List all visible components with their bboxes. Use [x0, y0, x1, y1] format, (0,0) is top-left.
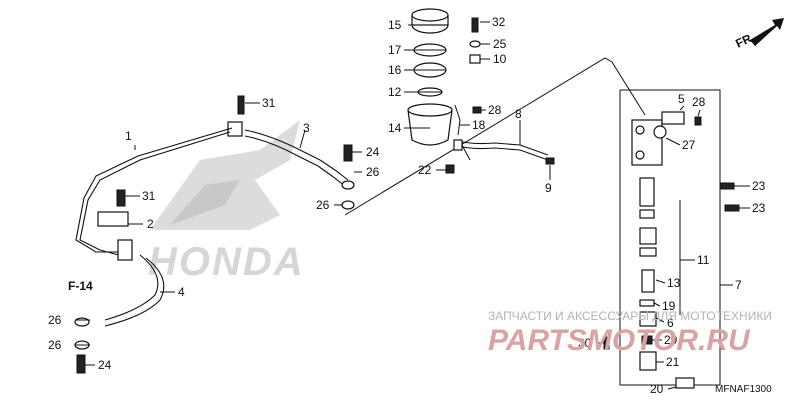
label-19: 19: [662, 299, 676, 313]
pin-20: [675, 377, 695, 389]
label-1: 1: [125, 129, 132, 143]
screw-28-right: [694, 116, 702, 126]
label-15: 15: [388, 18, 402, 32]
clip-9-top: [453, 139, 463, 151]
label-27: 27: [682, 138, 696, 152]
label-6: 6: [667, 316, 674, 330]
circlip-19: [639, 299, 655, 307]
washer-26-c: [341, 180, 355, 190]
bracket-18: [454, 104, 461, 136]
ref-label-f14: F-14: [68, 279, 93, 293]
label-30: 30: [578, 336, 592, 350]
label-14: 14: [388, 121, 402, 135]
label-26-top: 26: [366, 165, 380, 179]
pipe-1: [79, 131, 231, 259]
hose-3-inner: [244, 135, 346, 187]
washer-26-d: [341, 200, 355, 210]
bolt-32: [471, 17, 479, 33]
label-25: 25: [493, 37, 507, 51]
clevis-21: [639, 351, 657, 371]
label-24-bottom: 24: [98, 358, 112, 372]
reservoir-cap-15: [411, 8, 449, 34]
honda-logo-text: HONDA: [148, 240, 305, 284]
hose-3: [244, 129, 349, 181]
cup-secondary: [639, 247, 657, 257]
label-3: 3: [303, 121, 310, 135]
label-23-top: 23: [752, 179, 766, 193]
label-16: 16: [388, 63, 402, 77]
hose-4: [104, 254, 159, 321]
label-8: 8: [515, 107, 522, 121]
reservoir-14: [407, 103, 453, 146]
honda-wing-logo: [150, 120, 300, 230]
watermark-tagline: ЗАПЧАСТИ И АКСЕССУАРЫ ДЛЯ МОТОТЕХНИКИ: [488, 309, 772, 323]
label-23-bottom: 23: [752, 201, 766, 215]
piston: [639, 227, 657, 245]
oring-27: [653, 125, 667, 139]
screw-28-top: [472, 106, 482, 114]
part-number-labels: 1 2 3 4 5 6 7 8 9 10 11 12 13 14 15 16 1…: [48, 15, 766, 396]
label-18: 18: [472, 118, 486, 132]
spring: [639, 177, 655, 207]
collar-10: [469, 54, 481, 64]
label-2: 2: [147, 217, 154, 231]
label-31-mid: 31: [142, 189, 156, 203]
label-26-b: 26: [48, 338, 62, 352]
joint-bottom: [117, 239, 133, 261]
label-12: 12: [388, 85, 402, 99]
label-24-top: 24: [366, 145, 380, 159]
hose-4-inner: [104, 257, 165, 327]
bolt-23-top: [719, 182, 735, 190]
label-32: 32: [492, 15, 506, 29]
cup: [639, 209, 655, 219]
bolt-31-mid: [116, 189, 126, 207]
bolt-24-bottom: [76, 354, 86, 374]
leader-lines: [75, 21, 750, 390]
clamp-2: [97, 211, 129, 227]
label-9-right: 9: [545, 181, 552, 195]
label-5: 5: [678, 92, 685, 106]
bolt-31-top: [237, 95, 245, 115]
push-rod-13: [641, 269, 655, 293]
frame-group-7: [619, 89, 721, 386]
bolt-22: [445, 164, 455, 174]
label-26-mid: 26: [316, 198, 330, 212]
bolt-23-bottom: [724, 204, 740, 212]
label-10: 10: [493, 52, 507, 66]
diagram-code: MFNAF1300: [715, 384, 772, 395]
label-17: 17: [388, 43, 402, 57]
label-4: 4: [178, 285, 185, 299]
label-31-top: 31: [262, 96, 276, 110]
washer-26-a: [74, 317, 90, 327]
label-11: 11: [697, 253, 710, 267]
pipe-1-inner: [75, 127, 233, 253]
bolt-24-top: [343, 144, 353, 162]
label-20: 20: [650, 382, 664, 396]
front-direction-label: FR.: [733, 30, 756, 51]
clip-9: [545, 157, 555, 165]
label-22: 22: [418, 163, 432, 177]
frame-line-diagonal: [344, 57, 646, 216]
master-cylinder-5: [631, 111, 685, 166]
label-28-left: 28: [488, 103, 502, 117]
front-arrow-icon: [750, 18, 784, 46]
watermark-brand: PARTSMOTOR.RU: [488, 324, 751, 357]
label-21: 21: [666, 355, 680, 369]
washer-25: [469, 40, 481, 48]
label-7: 7: [735, 278, 742, 292]
boot-6: [639, 311, 657, 327]
label-13: 13: [667, 276, 681, 290]
label-28-right: 28: [692, 95, 706, 109]
label-29: 29: [664, 333, 678, 347]
label-26-a: 26: [48, 313, 62, 327]
